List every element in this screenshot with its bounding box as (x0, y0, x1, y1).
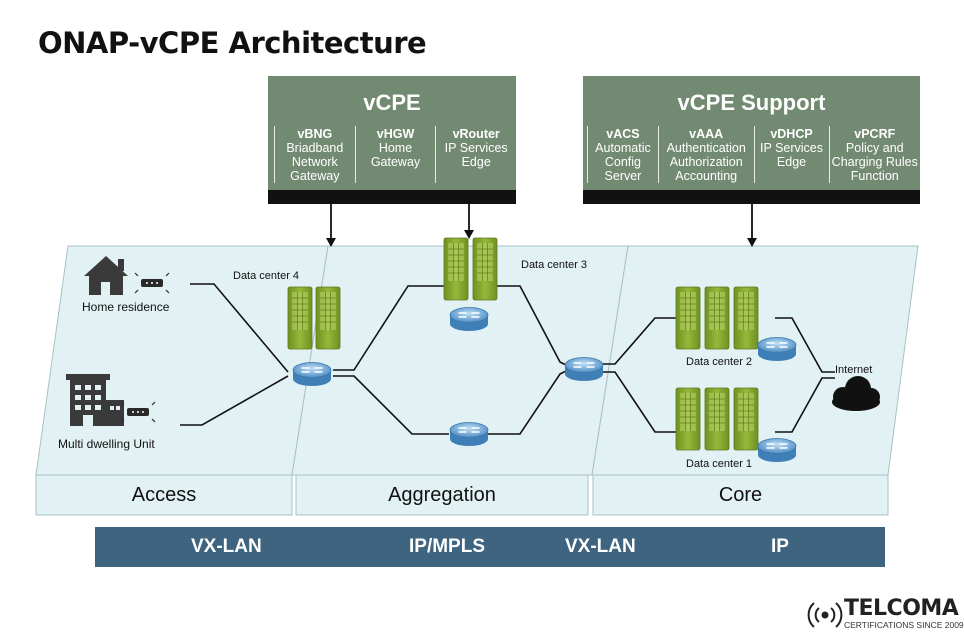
router-dc3 (449, 306, 489, 332)
zone-access-label: Access (131, 484, 197, 506)
telcoma-logo: TELCOMA CERTIFICATIONS SINCE 2009 (807, 596, 964, 636)
access-strip (35, 474, 293, 516)
connection-lines (180, 283, 835, 435)
brand-name: TELCOMA (844, 596, 959, 621)
arrow-head-vhgw (326, 238, 336, 247)
core-strip (592, 474, 889, 516)
aggregation-strip (295, 474, 589, 516)
vcpe-support-bar (583, 190, 920, 204)
router-dc2 (757, 336, 797, 362)
dc1-servers (675, 387, 759, 451)
home-residence-label: Home residence (82, 300, 170, 314)
internet-label: Internet (835, 364, 873, 376)
arrow-head-vcpe-support (747, 238, 757, 247)
page-title: ONAP-vCPE Architecture (38, 26, 427, 60)
vcpe-title: vCPE (363, 90, 421, 115)
router-aggregation (449, 421, 489, 447)
vcpe-bar (268, 190, 516, 204)
protocol-bar: VX-LAN IP/MPLS VX-LAN IP (95, 527, 885, 567)
dc1-label: Data center 1 (686, 458, 753, 470)
protocol-vxlan-2: VX-LAN (565, 536, 636, 557)
mdu-label: Multi dwelling Unit (58, 437, 155, 451)
cloud-icon (832, 376, 880, 411)
vcpe-support-title: vCPE Support (677, 90, 826, 115)
house-icon (84, 256, 128, 295)
zone-core-label: Core (718, 484, 763, 506)
protocol-ip-mpls: IP/MPLS (409, 536, 486, 557)
protocol-vxlan-1: VX-LAN (191, 536, 262, 557)
dc2-servers (675, 286, 759, 350)
zone-aggregation-label: Aggregation (388, 484, 496, 506)
dc2-label: Data center 2 (686, 356, 753, 368)
building-icon (66, 374, 124, 426)
router-dc4 (292, 361, 332, 387)
arrows (330, 204, 753, 240)
protocol-ip: IP (771, 536, 789, 557)
arrow-head-vrouter (464, 230, 474, 239)
router-dc1 (757, 437, 797, 463)
dc4-label: Data center 4 (233, 270, 300, 282)
brand-tagline: CERTIFICATIONS SINCE 2009 (844, 620, 964, 630)
dc3-label: Data center 3 (521, 259, 588, 271)
router-core-edge (564, 356, 604, 382)
signal-icon (807, 602, 843, 628)
